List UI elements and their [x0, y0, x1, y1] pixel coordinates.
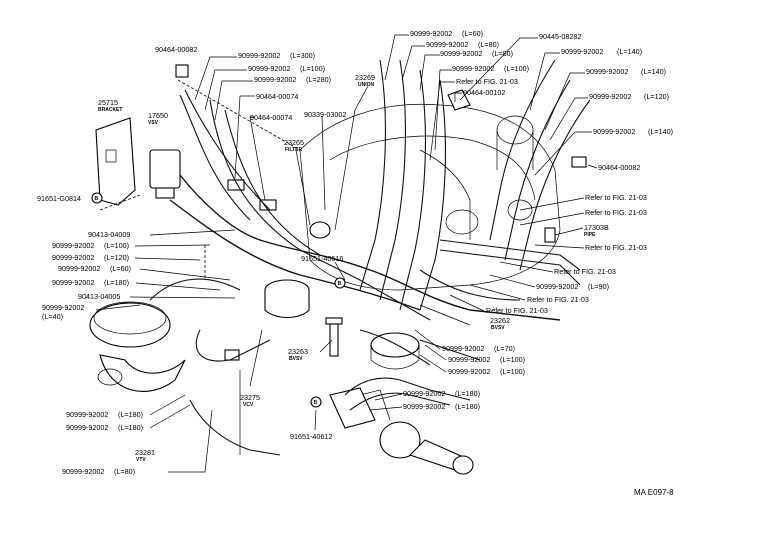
- part-label-p4: 90999-92002: [254, 75, 296, 84]
- part-sub-p29: (L=180): [104, 278, 129, 287]
- part-label-23265: 23265: [284, 138, 304, 147]
- part-label-p43: 90999-92002: [448, 355, 490, 364]
- part-label-p31: 90999-92002: [42, 303, 84, 312]
- leader-lines: [95, 34, 598, 473]
- part-label-90464-00082: 90464-00082: [155, 45, 197, 54]
- part-sub-bvsv-2: BVSV: [289, 356, 303, 362]
- part-sub-union: UNION: [358, 82, 375, 88]
- part-label-p27: 90999-92002: [52, 253, 94, 262]
- refer-label-4: Refer to FIG. 21-03: [585, 243, 647, 252]
- part-sub-vsv: VSV: [148, 120, 159, 126]
- part-label-p50: 90999-92002: [403, 402, 445, 411]
- part-sub-p17: (L=140): [641, 67, 666, 76]
- part-label-p48: 90999-92002: [66, 423, 108, 432]
- part-sub-p49: (L=180): [455, 389, 480, 398]
- part-sub-p2: (L=300): [290, 51, 315, 60]
- part-label-p42: 90999-92002: [442, 344, 484, 353]
- part-labels: 90464-00082 90999-92002 (L=300) 90999-92…: [37, 29, 673, 476]
- bolt-marker-3: B: [314, 400, 318, 406]
- bolt-markers: B B B: [95, 196, 342, 406]
- part-label-23269: 23269: [355, 73, 375, 82]
- part-label-p12: 90999-92002: [410, 29, 452, 38]
- part-sub-p12: (L=60): [462, 29, 483, 38]
- refer-label-6: Refer to FIG. 21-03: [527, 295, 589, 304]
- part-label-p44: 90999-92002: [448, 367, 490, 376]
- part-label-90445-08282: 90445-08282: [539, 32, 581, 41]
- part-label-23281: 23281: [135, 448, 155, 457]
- part-sub-p14: (L=80): [492, 49, 513, 58]
- part-label-p8: 90464-00074: [250, 113, 292, 122]
- figure-code: MA E097-8: [634, 488, 674, 497]
- bolt-marker-2: B: [338, 281, 342, 287]
- part-label-p29: 90999-92002: [52, 278, 94, 287]
- part-sub-p48: (L=180): [118, 423, 143, 432]
- part-label-p22: 90999-92002: [593, 127, 635, 136]
- bolt-marker-1: B: [95, 196, 99, 202]
- part-label-p47: 90999-92002: [66, 410, 108, 419]
- part-label-91651-40616: 91651-40616: [301, 254, 343, 263]
- part-label-p49: 90999-92002: [403, 389, 445, 398]
- part-label-p21: 90999-92002: [589, 92, 631, 101]
- refer-label-7: Refer to FIG. 21-03: [486, 306, 548, 315]
- part-label-p16: 90999-92002: [561, 47, 603, 56]
- part-sub-bracket: BRACKET: [98, 107, 122, 113]
- part-label-p53: 90999-92002: [62, 467, 104, 476]
- part-label-91651-40612: 91651-40612: [290, 432, 332, 441]
- part-label-p3: 90999-92002: [248, 64, 290, 73]
- part-sub-p22: (L=140): [648, 127, 673, 136]
- part-sub-p27: (L=120): [104, 253, 129, 262]
- part-label-p28: 90999-92002: [58, 264, 100, 273]
- part-sub-vcv: VCV: [243, 402, 254, 408]
- part-label-p14: 90999-92002: [440, 49, 482, 58]
- part-label-90413-04005: 90413-04005: [78, 292, 120, 301]
- part-sub-bvsv-1: BVSV: [491, 325, 505, 331]
- part-label-90464-00102: 90464-00102: [463, 88, 505, 97]
- part-sub-pipe: PIPE: [584, 232, 596, 238]
- part-label-90413-04009: 90413-04009: [88, 230, 130, 239]
- part-label-p5: 90464-00074: [256, 92, 298, 101]
- part-sub-p44: (L=100): [500, 367, 525, 376]
- part-sub-p47: (L=180): [118, 410, 143, 419]
- part-sub-p31: (L=40): [42, 312, 63, 321]
- refer-label-2: Refer to FIG. 21-03: [585, 193, 647, 202]
- part-sub-p16: (L=140): [617, 47, 642, 56]
- part-label-p13: 90999-92002: [426, 40, 468, 49]
- part-sub-filter: FILTER: [285, 147, 303, 153]
- part-sub-p37: (L=90): [588, 282, 609, 291]
- part-label-p37: 90999-92002: [536, 282, 578, 291]
- part-sub-p43: (L=100): [500, 355, 525, 364]
- refer-label-5: Refer to FIG. 21-03: [554, 267, 616, 276]
- part-sub-p28: (L=60): [110, 264, 131, 273]
- part-label-25715: 25715: [98, 98, 118, 107]
- refer-label-3: Refer to FIG. 21-03: [585, 208, 647, 217]
- engine-drawing: [89, 59, 591, 475]
- part-sub-p50: (L=180): [455, 402, 480, 411]
- part-label-p26: 90999-92002: [52, 241, 94, 250]
- part-sub-p53: (L=80): [114, 467, 135, 476]
- part-label-23263: 23263: [288, 347, 308, 356]
- part-sub-p4: (L=280): [306, 75, 331, 84]
- part-sub-p26: (L=100): [104, 241, 129, 250]
- part-label-17650: 17650: [148, 111, 168, 120]
- part-label-91651-G0814: 91651-G0814: [37, 194, 81, 203]
- part-label-p2: 90999-92002: [238, 51, 280, 60]
- part-label-23275: 23275: [240, 393, 260, 402]
- part-sub-p21: (L=120): [644, 92, 669, 101]
- part-label-p9: 90339-03002: [304, 110, 346, 119]
- part-label-p23: 90464-00082: [598, 163, 640, 172]
- refer-label-1: Refer to FIG. 21-03: [456, 77, 518, 86]
- part-sub-p13: (L=80): [478, 40, 499, 49]
- part-sub-p18: (L=100): [504, 64, 529, 73]
- part-label-p18: 90999-92002: [452, 64, 494, 73]
- part-sub-vtv: VTV: [136, 457, 146, 463]
- part-label-p17: 90999-92002: [586, 67, 628, 76]
- part-label-17303B: 17303B: [584, 223, 609, 232]
- part-sub-p42: (L=70): [494, 344, 515, 353]
- part-sub-p3: (L=100): [300, 64, 325, 73]
- part-label-23262: 23262: [490, 316, 510, 325]
